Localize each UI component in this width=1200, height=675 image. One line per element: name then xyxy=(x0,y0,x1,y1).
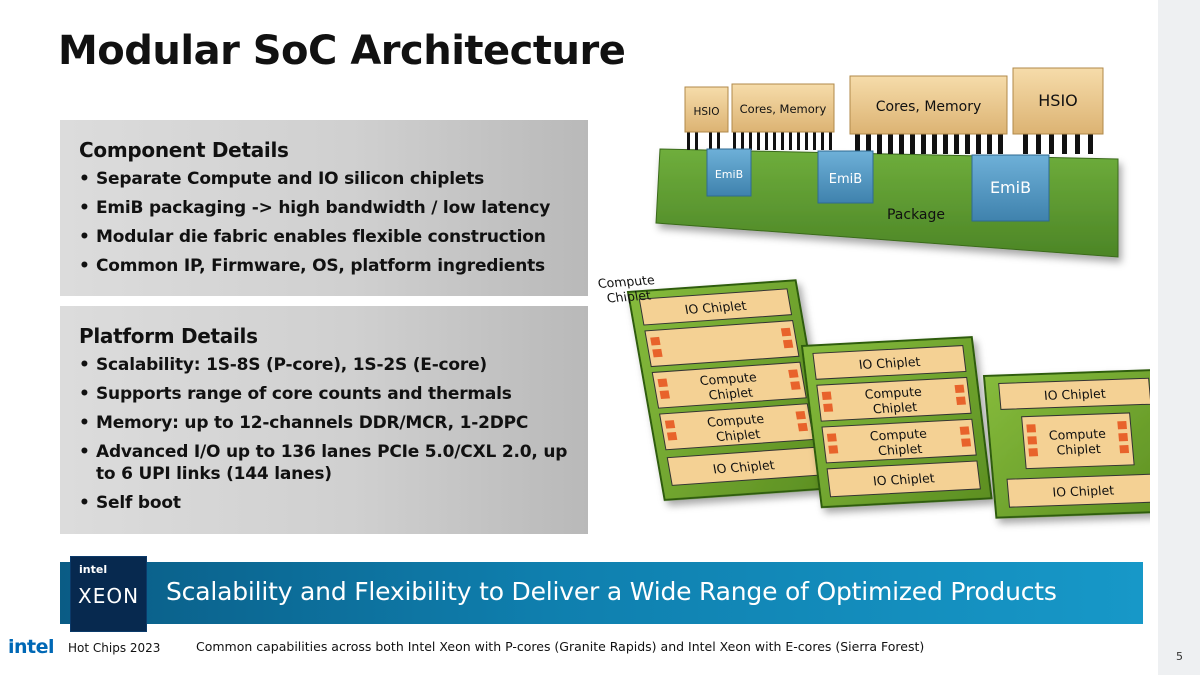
connector-pins xyxy=(687,130,1093,154)
platform-details-heading: Platform Details xyxy=(79,324,258,348)
svg-text:IO Chiplet: IO Chiplet xyxy=(1043,386,1106,403)
list-item: Separate Compute and IO silicon chiplets xyxy=(79,168,570,190)
svg-text:ComputeChiplet: ComputeChiplet xyxy=(869,426,930,459)
package-label: Package xyxy=(887,207,945,223)
banner-text: Scalability and Flexibility to Deliver a… xyxy=(166,577,1057,606)
die-hsio-left: HSIO xyxy=(684,86,729,133)
io-chiplet: IO Chiplet xyxy=(812,345,967,380)
die-label: Cores, Memory xyxy=(740,102,827,116)
xeon-logo: intel XEON xyxy=(70,556,147,632)
io-chiplet: IO Chiplet xyxy=(638,288,793,326)
platform-details-list: Scalability: 1S-8S (P-core), 1S-2S (E-co… xyxy=(79,354,570,514)
compute-chiplet: ComputeChiplet xyxy=(1021,412,1135,470)
svg-text:ComputeChiplet: ComputeChiplet xyxy=(864,384,925,417)
compute-chiplet: ComputeChiplet xyxy=(821,418,977,464)
intel-logo: intel xyxy=(8,636,55,658)
list-item: Advanced I/O up to 136 lanes PCIe 5.0/CX… xyxy=(79,441,570,485)
compute-chiplet: ComputeChiplet xyxy=(596,272,800,368)
svg-text:ComputeChiplet: ComputeChiplet xyxy=(596,272,658,306)
list-item: Scalability: 1S-8S (P-core), 1S-2S (E-co… xyxy=(79,354,570,376)
die-label: HSIO xyxy=(694,106,720,118)
platform-details-panel: Platform Details Scalability: 1S-8S (P-c… xyxy=(60,306,588,534)
die-label: Cores, Memory xyxy=(876,99,982,115)
footnote: Common capabilities across both Intel Xe… xyxy=(196,639,925,654)
architecture-diagram: HSIO Cores, Memory Cores, Memory HSIO Em… xyxy=(596,67,1150,519)
tagline-banner: Scalability and Flexibility to Deliver a… xyxy=(60,562,1143,624)
list-item: Common IP, Firmware, OS, platform ingred… xyxy=(79,255,570,277)
list-item: Memory: up to 12-channels DDR/MCR, 1-2DP… xyxy=(79,412,570,434)
svg-text:IO Chiplet: IO Chiplet xyxy=(684,298,748,317)
svg-text:IO Chiplet: IO Chiplet xyxy=(872,470,935,488)
io-chiplet: IO Chiplet xyxy=(998,377,1150,410)
emib-bridge-3: EmiB xyxy=(971,154,1050,222)
config-c-board: IO Chiplet ComputeChiplet IO Chiplet xyxy=(982,368,1150,519)
emib-label: EmiB xyxy=(990,178,1031,197)
compute-chiplet: ComputeChiplet xyxy=(659,403,815,451)
die-cores-memory-1: Cores, Memory xyxy=(731,83,835,133)
component-details-heading: Component Details xyxy=(79,138,289,162)
emib-bridge-1: EmiB xyxy=(706,148,752,197)
die-hsio-right: HSIO xyxy=(1012,67,1104,135)
svg-text:ComputeChiplet: ComputeChiplet xyxy=(698,369,760,403)
svg-text:ComputeChiplet: ComputeChiplet xyxy=(706,411,768,445)
list-item: Self boot xyxy=(79,492,570,514)
svg-text:IO Chiplet: IO Chiplet xyxy=(858,354,921,372)
xeon-logo-xeon-text: XEON xyxy=(78,584,140,608)
emib-bridge-2: EmiB xyxy=(817,150,874,204)
die-cores-memory-2: Cores, Memory xyxy=(849,75,1008,135)
io-chiplet: IO Chiplet xyxy=(826,460,981,498)
right-edge-strip xyxy=(1158,0,1200,675)
slide-title: Modular SoC Architecture xyxy=(58,28,626,74)
io-chiplet: IO Chiplet xyxy=(1006,473,1150,508)
emib-label: EmiB xyxy=(829,172,862,187)
svg-text:IO Chiplet: IO Chiplet xyxy=(1052,483,1115,500)
emib-label: EmiB xyxy=(715,168,743,181)
list-item: EmiB packaging -> high bandwidth / low l… xyxy=(79,197,570,219)
svg-text:IO Chiplet: IO Chiplet xyxy=(712,457,776,476)
list-item: Supports range of core counts and therma… xyxy=(79,383,570,405)
page-number: 5 xyxy=(1176,650,1183,663)
svg-text:ComputeChiplet: ComputeChiplet xyxy=(1048,426,1108,458)
package-diagram: HSIO Cores, Memory Cores, Memory HSIO Em… xyxy=(655,67,1119,258)
io-chiplet: IO Chiplet xyxy=(666,446,821,486)
config-b-board: IO Chiplet ComputeChiplet ComputeChiplet… xyxy=(800,336,993,509)
compute-chiplet: ComputeChiplet xyxy=(651,361,807,409)
compute-chiplet: ComputeChiplet xyxy=(816,376,972,422)
component-details-panel: Component Details Separate Compute and I… xyxy=(60,120,588,296)
config-a-board: IO Chiplet ComputeChiplet ComputeChiplet… xyxy=(596,272,834,502)
list-item: Modular die fabric enables flexible cons… xyxy=(79,226,570,248)
component-details-list: Separate Compute and IO silicon chiplets… xyxy=(79,168,570,277)
event-name: Hot Chips 2023 xyxy=(68,641,161,655)
xeon-logo-intel-text: intel xyxy=(79,563,108,576)
die-label: HSIO xyxy=(1038,91,1078,110)
